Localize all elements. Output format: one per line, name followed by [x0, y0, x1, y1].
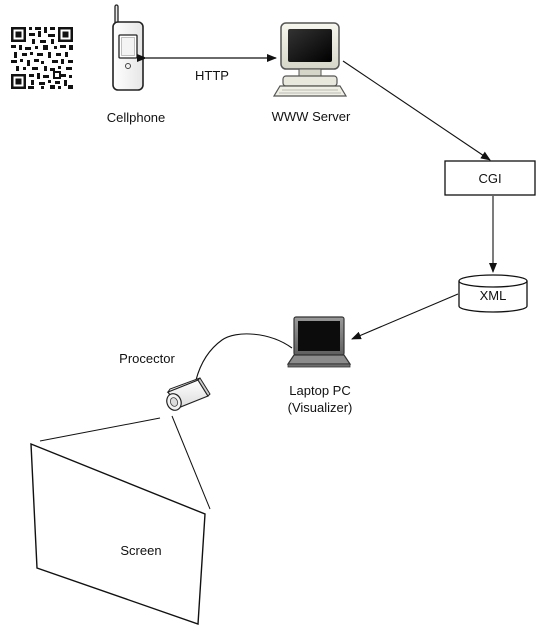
laptop-projector-cable — [195, 333, 293, 381]
server-to-cgi-arrow — [342, 60, 491, 161]
cgi-label: CGI — [478, 171, 501, 186]
http-label: HTTP — [195, 68, 229, 83]
xml-label: XML — [480, 288, 507, 303]
cellphone-icon — [112, 4, 144, 91]
cellphone-label: Cellphone — [107, 110, 166, 125]
projection-line-bottom — [171, 415, 211, 510]
www-server-label: WWW Server — [272, 109, 351, 124]
www-server-icon — [272, 22, 348, 97]
laptop-label-line1: Laptop PC — [289, 383, 350, 398]
screen-label: Screen — [120, 543, 161, 558]
projector-label: Procector — [119, 351, 175, 366]
laptop-label-line2: (Visualizer) — [288, 400, 353, 415]
projection-screen — [30, 442, 206, 625]
xml-database-icon — [458, 274, 528, 313]
laptop-icon — [286, 316, 352, 368]
qr-code-icon — [10, 26, 74, 90]
cgi-box — [444, 160, 536, 196]
projection-line-top — [39, 417, 161, 442]
projector-icon — [166, 377, 211, 411]
xml-to-laptop-arrow — [351, 293, 459, 340]
